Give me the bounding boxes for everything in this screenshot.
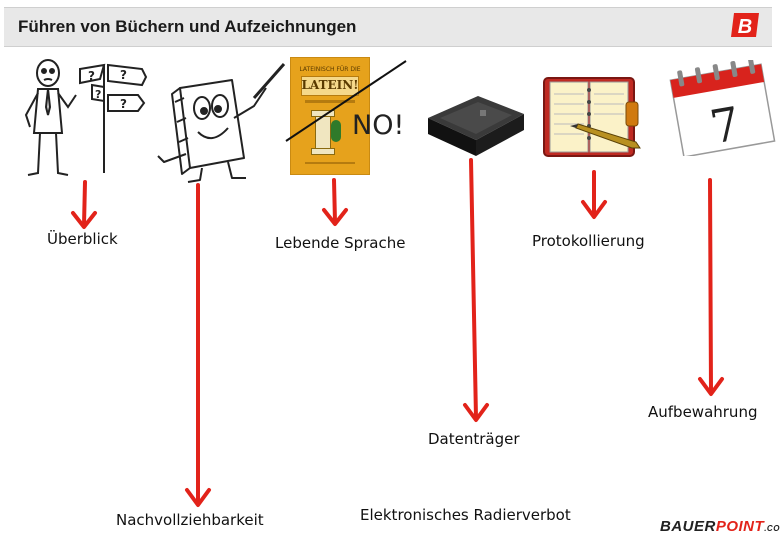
bauerpoint-logo-part1: BAUER — [660, 518, 716, 535]
book-character-icon — [157, 63, 286, 183]
svg-text:?: ? — [88, 69, 95, 83]
latin-book-title: LATEIN! — [301, 78, 359, 92]
arrow-nachvollziehbarkeit — [185, 183, 211, 507]
notebook-pen-icon — [543, 77, 641, 157]
bauerpoint-b-logo-icon: B — [731, 13, 759, 38]
arrow-ueberblick — [71, 180, 97, 229]
arrow-aufbewahrung — [698, 178, 724, 396]
confused-man-signpost-icon: ? ? ? ? — [24, 59, 148, 176]
svg-text:?: ? — [120, 68, 127, 82]
svg-text:?: ? — [120, 97, 127, 111]
label-ueberblick: Überblick — [47, 230, 118, 248]
label-lebende-sprache: Lebende Sprache — [275, 234, 406, 252]
label-protokollierung: Protokollierung — [532, 232, 645, 250]
label-aufbewahrung: Aufbewahrung — [648, 403, 758, 421]
no-text: NO! — [352, 110, 405, 141]
logo-letter: B — [738, 16, 752, 38]
hard-drive-icon — [428, 96, 524, 156]
bauerpoint-logo-part3: .COM — [764, 524, 780, 533]
arrow-datentraeger — [463, 158, 489, 422]
page-title: Führen von Büchern und Aufzeichnungen — [18, 17, 357, 36]
label-radierverbot: Elektronisches Radierverbot — [360, 506, 571, 524]
arrow-lebende-sprache — [322, 178, 348, 226]
label-nachvollziehbarkeit: Nachvollziehbarkeit — [116, 511, 264, 529]
bauerpoint-logo: BAUERPOINT.COM — [660, 518, 780, 535]
cross-out-line — [285, 60, 407, 142]
title-bar: Führen von Büchern und Aufzeichnungen — [4, 7, 772, 47]
arrow-protokollierung — [581, 170, 607, 219]
label-datentraeger: Datenträger — [428, 430, 520, 448]
svg-text:?: ? — [95, 88, 101, 101]
calendar-icon: 7 — [669, 60, 776, 156]
bauerpoint-logo-part2: POINT — [715, 518, 765, 535]
latin-book-crossed-icon: LATEINISCH FÜR DIE LATEIN! — [290, 57, 370, 175]
latin-book-top-text: LATEINISCH FÜR DIE — [299, 66, 361, 73]
